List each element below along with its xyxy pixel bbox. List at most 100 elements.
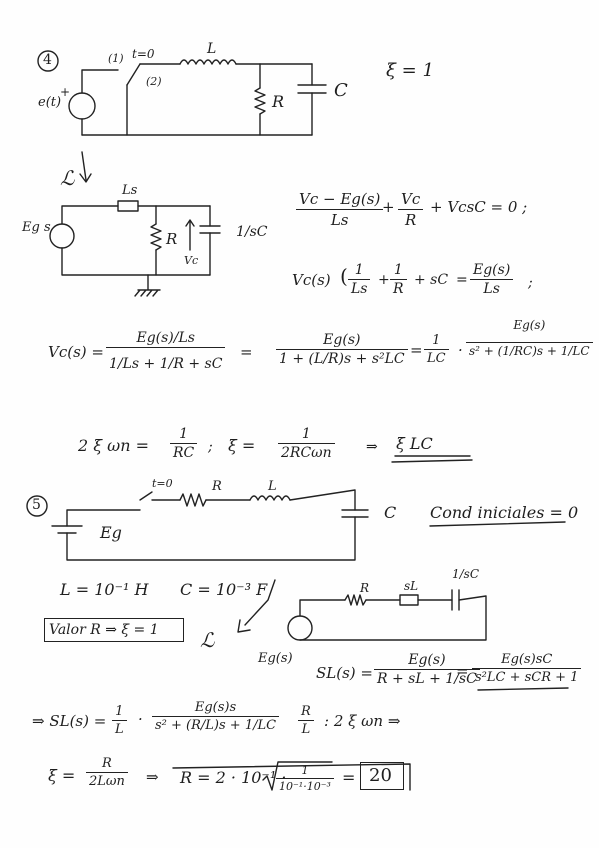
eq4-1-plus: + bbox=[382, 198, 395, 216]
eq5-1-eq: = bbox=[456, 662, 469, 680]
eq5-2-left: ⇒ SL(s) = bbox=[32, 712, 107, 730]
initial-conditions: Cond iniciales = 0 bbox=[430, 503, 579, 522]
eq4-2-f2: 1 R bbox=[390, 262, 407, 297]
eq4-2-f2-den: R bbox=[393, 281, 404, 297]
inductor-4 bbox=[179, 59, 237, 65]
boxed-task: Valor R ⇒ ξ = 1 bbox=[44, 618, 184, 642]
eq4-3-eq2: = bbox=[410, 341, 423, 359]
eq4-3-f3-den: LC bbox=[427, 351, 446, 366]
source-4-laplace-label: Eg s bbox=[22, 220, 51, 235]
inductor-5-label: L bbox=[268, 479, 277, 494]
eq4-1-den: Ls bbox=[330, 211, 349, 229]
sqrt-symbol bbox=[262, 761, 333, 791]
eq4-3-f4-den: s² + (1/RC)s + 1/LC bbox=[469, 344, 590, 358]
eq5-3-f: R 2Lωn bbox=[86, 756, 128, 789]
eq5-3-xi: ξ = bbox=[48, 766, 76, 785]
eq4-3-dot: · bbox=[458, 341, 463, 359]
eq5-1-f1-den: R + sL + 1/sC bbox=[377, 671, 477, 687]
eq4-4-lhs: 2 ξ ωn = bbox=[78, 436, 150, 455]
eq4-3-left: Vc(s) = bbox=[48, 343, 104, 361]
battery-5-label: Eg bbox=[100, 523, 122, 542]
eq5-3-f-den: 2Lωn bbox=[89, 774, 125, 789]
impedance-Ls-label: Ls bbox=[122, 183, 138, 198]
circuit-5 bbox=[26, 489, 369, 561]
eq5-2-rhs: : 2 ξ ωn ⇒ bbox=[324, 712, 401, 730]
eq4-4-f2-num: 1 bbox=[278, 426, 335, 444]
eq5-3-sqrt-den: 10⁻¹·10⁻³ bbox=[279, 780, 331, 793]
boxed-task-text: Valor R ⇒ ξ = 1 bbox=[49, 622, 159, 638]
source-4-laplace bbox=[49, 223, 75, 249]
eq5-2-f2-num: Eg(s)s bbox=[152, 700, 280, 717]
source-4-label: e(t) bbox=[38, 95, 62, 110]
eq5-2-f3-den: L bbox=[301, 722, 311, 737]
resistor-5 bbox=[179, 493, 207, 507]
eq5-2-f3-num: R bbox=[298, 704, 314, 721]
resistor-5-laplace-label: R bbox=[360, 581, 370, 595]
eq5-3-arrow: ⇒ bbox=[146, 768, 159, 786]
switch-4-time: t=0 bbox=[132, 47, 155, 61]
source-5-laplace bbox=[287, 615, 313, 641]
eq5-1-f1: Eg(s) R + sL + 1/sC bbox=[374, 652, 480, 687]
eq5-3-sqrt-frac: 1 10⁻¹·10⁻³ bbox=[276, 764, 334, 793]
laplace-mark-4: ℒ bbox=[60, 166, 75, 190]
eq5-1-left: SL(s) = bbox=[316, 664, 373, 682]
eq4-2-f1-den: Ls bbox=[351, 281, 368, 297]
eq4-1-num: Vc − Eg(s) bbox=[296, 190, 384, 210]
eq4-1-t2-num: Vc bbox=[398, 190, 424, 210]
eq5-2-f2-den: s² + (R/L)s + 1/LC bbox=[155, 718, 277, 733]
xi-given: ξ = 1 bbox=[386, 60, 434, 81]
eq4-3-f4-num: Eg(s) bbox=[466, 318, 593, 343]
eq4-2-f1-num: 1 bbox=[348, 262, 371, 280]
vc-label: Vc bbox=[184, 254, 199, 267]
eq4-4-f2-den: 2RCωn bbox=[281, 445, 332, 461]
resistor-5-laplace bbox=[344, 594, 367, 606]
eq5-2-f2: Eg(s)s s² + (R/L)s + 1/LC bbox=[152, 700, 280, 733]
eq5-2-f1: 1 L bbox=[112, 704, 127, 737]
impedance-Ls bbox=[117, 200, 139, 212]
eq4-3-f1: Eg(s)/Ls 1/Ls + 1/R + sC bbox=[106, 330, 226, 372]
arrow-5-laplace bbox=[237, 579, 276, 633]
eq5-3-result: 20 bbox=[369, 765, 392, 786]
eq5-2-f3: R L bbox=[298, 704, 314, 737]
boxed-result-frame bbox=[172, 763, 411, 791]
circuit-4-laplace bbox=[49, 200, 221, 297]
eq5-2-dot: · bbox=[138, 710, 143, 728]
laplace-arrow-4 bbox=[79, 151, 92, 183]
eq4-3-f2: Eg(s) 1 + (L/R)s + s²LC bbox=[276, 332, 408, 367]
eq4-3-f2-num: Eg(s) bbox=[276, 332, 408, 350]
underline-result bbox=[477, 687, 569, 691]
eq5-3-eq: = bbox=[342, 768, 356, 787]
resistor-4 bbox=[254, 87, 266, 115]
eq4-4-f1: 1 RC bbox=[170, 426, 198, 461]
eq4-2-f2-num: 1 bbox=[390, 262, 407, 280]
switch-5-time: t=0 bbox=[152, 477, 173, 490]
eq4-2-plus: + bbox=[378, 272, 390, 288]
eq4-2-tail: + sC bbox=[414, 272, 449, 288]
switch-5-arm bbox=[139, 491, 153, 501]
resistor-4-laplace bbox=[150, 223, 162, 251]
source-4-plus: + bbox=[60, 85, 71, 99]
eq5-3-f-num: R bbox=[86, 756, 128, 773]
inductor-5 bbox=[249, 495, 291, 501]
underline-cond bbox=[429, 521, 566, 527]
vc-arrow bbox=[185, 219, 195, 251]
switch-4-pos1: (2) bbox=[146, 75, 162, 88]
impedance-sL-label: sL bbox=[404, 579, 419, 593]
laplace-mark-5: ℒ bbox=[200, 628, 215, 652]
eq4-1-frac2: Vc R bbox=[398, 190, 424, 229]
eq4-3-eq1: = bbox=[240, 343, 253, 361]
result-box: 20 bbox=[360, 762, 404, 790]
capacitor-4-laplace-label: 1/sC bbox=[236, 224, 268, 240]
problem-4-label: 4 bbox=[43, 52, 52, 68]
resistor-5-label: R bbox=[212, 479, 222, 494]
eq4-3-f1-den: 1/Ls + 1/R + sC bbox=[109, 356, 223, 372]
eq4-4-xi: ξ = bbox=[228, 436, 256, 455]
problem-4-number-circle bbox=[37, 50, 59, 72]
resistor-4-label: R bbox=[272, 92, 285, 111]
eq5-3-sqrt-num: 1 bbox=[276, 764, 334, 779]
eq4-4-sep: ; bbox=[208, 439, 213, 455]
switch-4-arm bbox=[126, 63, 141, 86]
switch-4-pos2: (1) bbox=[108, 52, 124, 65]
